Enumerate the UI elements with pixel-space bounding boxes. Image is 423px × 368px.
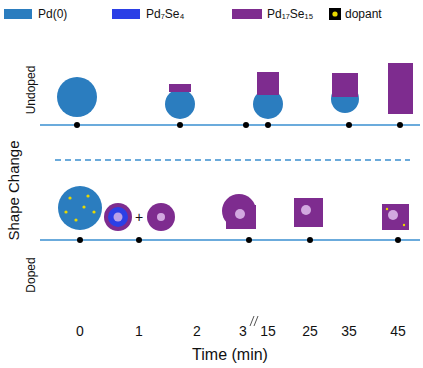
dopant-sample [329,8,341,20]
time-dots [74,122,403,243]
legend-swatch [232,9,262,19]
legend-text: dopant [345,8,382,20]
legend-text: Pd₇Se₄ [146,8,184,20]
tick-label: 45 [390,324,406,338]
axis-break [254,316,258,326]
axis-title: Shape Change [6,140,21,240]
baseline [40,124,420,125]
legend-swatch [4,9,32,19]
legend-swatch [112,9,140,19]
row-label: Doped [25,257,37,292]
tick-label: 35 [341,324,357,338]
undoped-particles [57,63,413,119]
plus-sign: + [135,210,143,224]
legend-text: Pd(0) [38,8,67,20]
tick-label: 15 [260,324,276,338]
dopant-dot [332,11,337,16]
doped-particles [58,186,409,231]
tick-label: 1 [135,324,143,338]
axis-break [250,316,254,326]
tick-label: 0 [76,324,84,338]
divider [55,159,410,160]
row-label: Undoped [25,66,37,115]
tick-label: 2 [193,324,201,338]
tick-label: 25 [302,324,318,338]
baseline [40,239,420,240]
tick-label: 3 [239,324,247,338]
axis-title: Time (min) [192,347,268,363]
legend-text: Pd₁₇Se₁₅ [267,8,313,20]
